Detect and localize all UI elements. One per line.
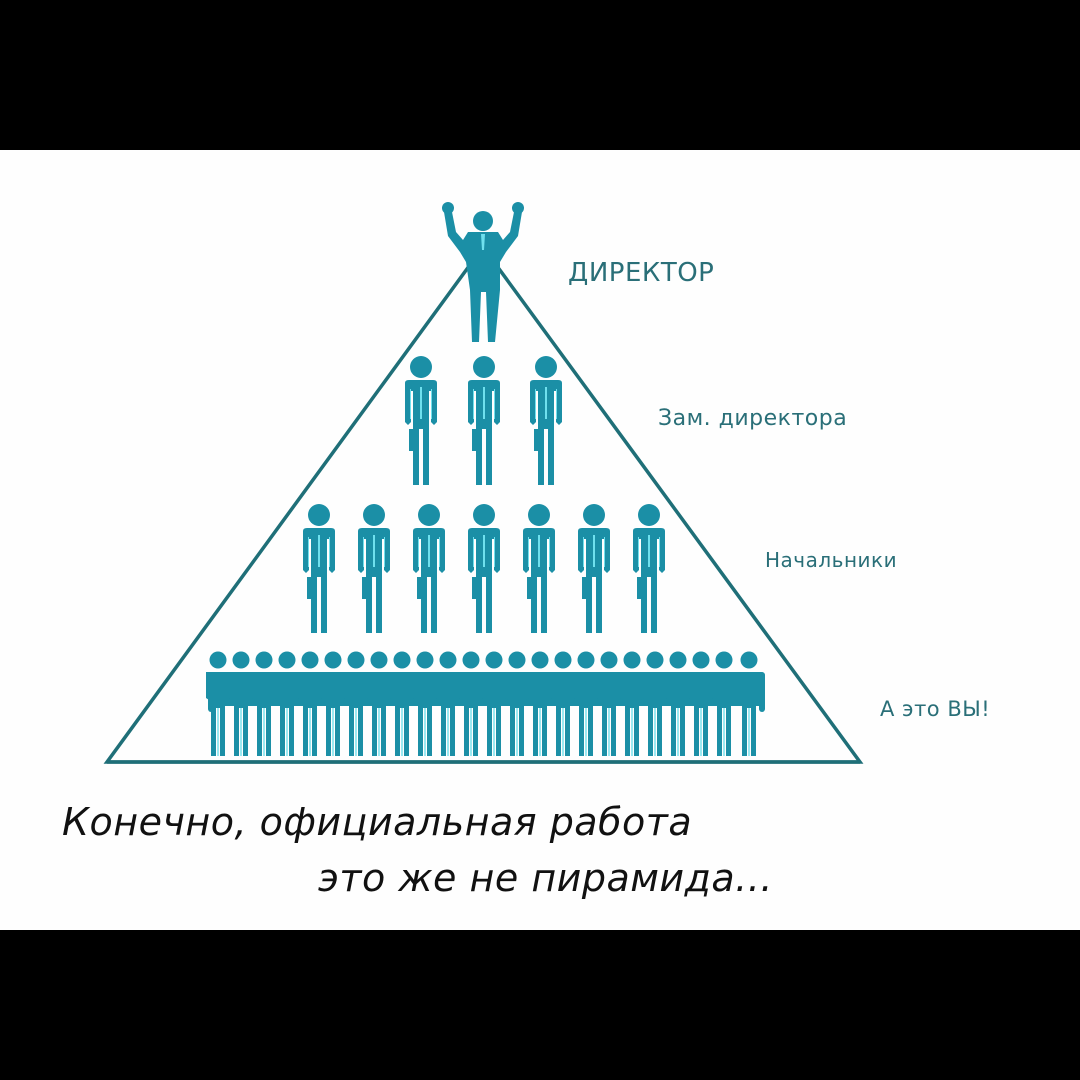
caption-line-1: Конечно, официальная работа <box>62 800 693 844</box>
label-deputy: Зам. директора <box>658 406 848 431</box>
top-letterbox <box>0 0 1080 150</box>
pyramid-illustration <box>103 202 864 764</box>
bottom-letterbox <box>0 930 1080 1080</box>
managers-row <box>303 504 665 633</box>
director-figure <box>442 202 524 342</box>
label-director: ДИРЕКТОР <box>568 258 715 288</box>
caption-line-2: это же не пирамида... <box>318 856 773 900</box>
workers-row <box>206 651 765 756</box>
label-managers: Начальники <box>765 548 898 572</box>
meme-image: ДИРЕКТОР Зам. директора Начальники А это… <box>0 150 1080 930</box>
deputy-row <box>405 356 562 485</box>
label-you: А это ВЫ! <box>880 697 991 721</box>
